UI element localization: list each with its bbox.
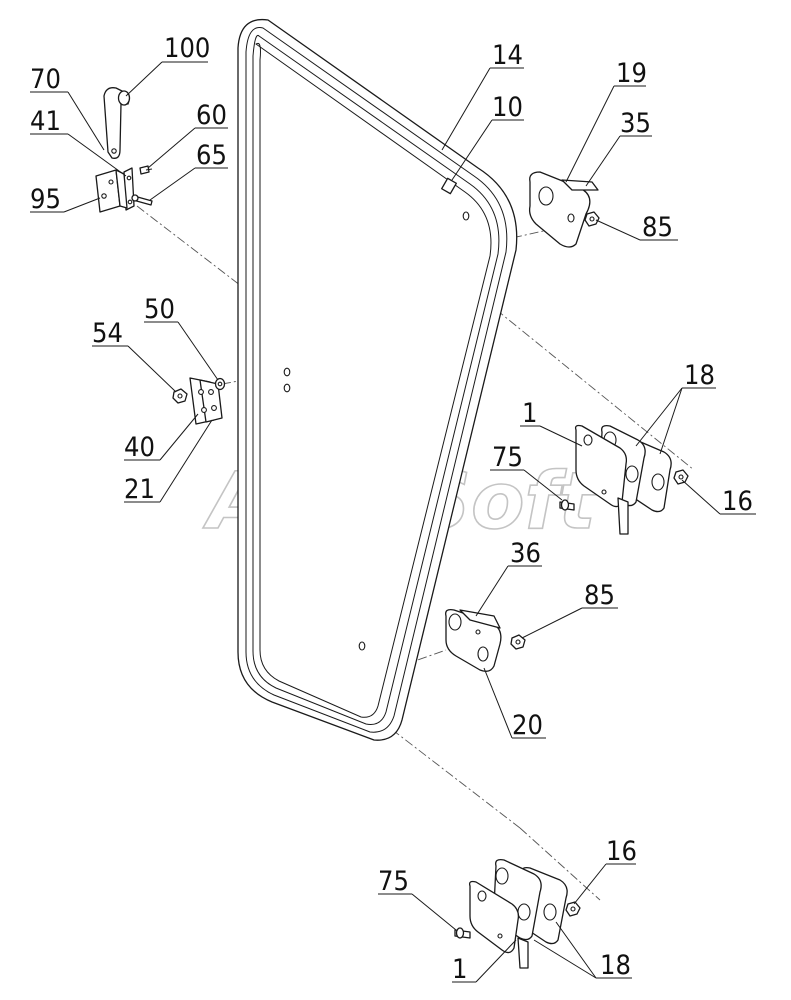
- pin-65: [131, 194, 153, 206]
- hinge-bracket-36-20: [445, 608, 502, 672]
- washer-50: [214, 377, 226, 391]
- nut-54: [172, 388, 188, 404]
- hinge-bracket-19: [528, 171, 599, 248]
- label-10: 10: [492, 92, 523, 123]
- hinge-assembly-mid: [559, 424, 689, 535]
- label-41: 41: [30, 106, 61, 137]
- label-50: 50: [144, 294, 175, 325]
- label-65: 65: [196, 140, 227, 171]
- label-75-bottom: 75: [378, 866, 409, 897]
- label-95: 95: [30, 184, 61, 215]
- nut-85-lower: [510, 634, 526, 650]
- lock-bracket-95: [95, 169, 128, 213]
- screw-60: [139, 165, 153, 175]
- label-54: 54: [92, 318, 123, 349]
- label-14: 14: [492, 40, 523, 71]
- label-75-mid: 75: [492, 442, 523, 473]
- label-21: 21: [124, 474, 155, 505]
- label-60: 60: [196, 100, 227, 131]
- leader-lines: [30, 61, 756, 983]
- door-glass-frame: [237, 18, 518, 741]
- label-20: 20: [512, 710, 543, 741]
- label-100: 100: [164, 33, 210, 64]
- callout-labels: 100 70 41 60 65 95 14 10 19 35 85 50 54 …: [30, 33, 753, 985]
- label-85-lower: 85: [584, 580, 615, 611]
- label-18-bottom: 18: [600, 950, 631, 981]
- hinge-assembly-bottom: [454, 858, 581, 969]
- label-16-mid: 16: [722, 486, 753, 517]
- hinge-plate-40-21: [189, 377, 223, 425]
- label-40: 40: [124, 432, 155, 463]
- label-1-bottom: 1: [452, 954, 467, 985]
- label-70: 70: [30, 64, 61, 95]
- label-36: 36: [510, 538, 541, 569]
- label-18-mid: 18: [684, 360, 715, 391]
- nut-85-upper: [584, 211, 600, 227]
- label-1-mid: 1: [522, 398, 537, 429]
- label-35: 35: [620, 108, 651, 139]
- label-85-upper: 85: [642, 212, 673, 243]
- door-handle-100: [103, 87, 131, 159]
- label-19: 19: [616, 58, 647, 89]
- label-16-bottom: 16: [606, 836, 637, 867]
